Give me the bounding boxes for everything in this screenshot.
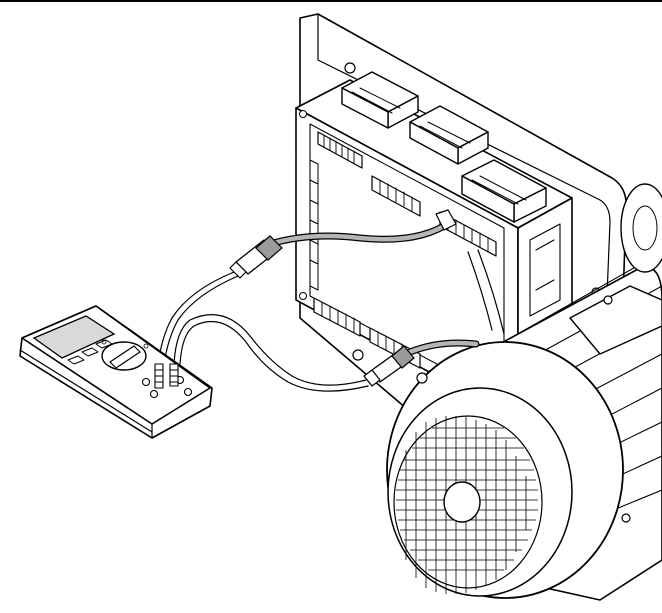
test-probe-lower xyxy=(363,345,415,387)
terminal-strip-top xyxy=(317,131,363,169)
fan-cover xyxy=(386,341,631,599)
terminal-strip-left xyxy=(309,159,319,291)
test-lead-1 xyxy=(157,271,239,365)
top-module-3 xyxy=(461,159,547,223)
frame-screw-top xyxy=(344,62,356,74)
top-border-line xyxy=(0,0,662,2)
test-lead-2 xyxy=(173,314,369,392)
cable-guide xyxy=(467,249,505,335)
test-probe-upper xyxy=(229,235,283,279)
multimeter-button xyxy=(81,347,99,357)
controller-side-bracket xyxy=(529,223,561,317)
frame-screw-bottom xyxy=(352,349,364,361)
multimeter-jack xyxy=(141,377,151,387)
top-module-1 xyxy=(341,71,419,129)
multimeter xyxy=(19,305,213,439)
lead-plug-2 xyxy=(169,363,179,387)
multimeter-display xyxy=(32,315,116,359)
multimeter-button xyxy=(67,355,85,365)
lead-plug-1 xyxy=(154,363,164,389)
grey-cable-upper xyxy=(266,209,457,248)
multimeter-jack xyxy=(149,389,159,399)
top-module-2 xyxy=(409,105,489,165)
multimeter-jack xyxy=(183,387,193,397)
probe-clip-upper xyxy=(435,209,457,231)
terminal-block-center xyxy=(371,175,421,217)
